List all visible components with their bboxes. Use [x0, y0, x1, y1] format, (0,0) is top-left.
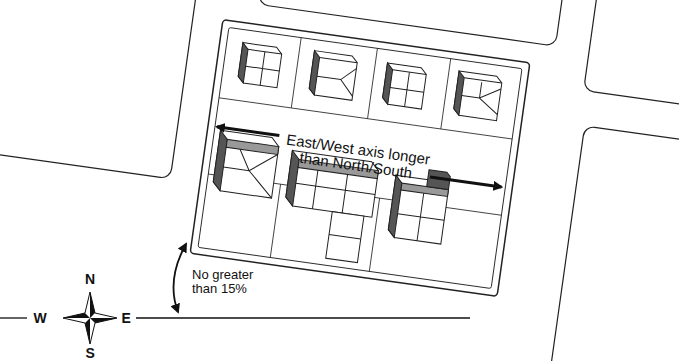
sidewalk: [198, 27, 522, 288]
angle-note: No greater than 15%: [192, 268, 274, 297]
compass-letter: E: [122, 311, 131, 326]
site-block: [190, 20, 530, 297]
compass-letter: W: [34, 311, 47, 326]
street-block: [547, 126, 679, 361]
compass-rose: [63, 292, 117, 344]
axis-arrow: [217, 127, 279, 136]
compass-letter: S: [86, 346, 95, 361]
street-block: [0, 0, 209, 179]
street-block: [258, 0, 576, 46]
axis-note: East/West axis longer than North/South: [271, 129, 444, 185]
lot-lines: [198, 27, 522, 288]
east-west-line: [136, 317, 470, 318]
houses: [205, 39, 503, 279]
street-block: [584, 0, 679, 121]
angle-arrow: [174, 244, 187, 312]
east-west-line: [0, 317, 27, 318]
axis-arrow: [430, 177, 501, 187]
compass-letter: N: [85, 272, 95, 287]
